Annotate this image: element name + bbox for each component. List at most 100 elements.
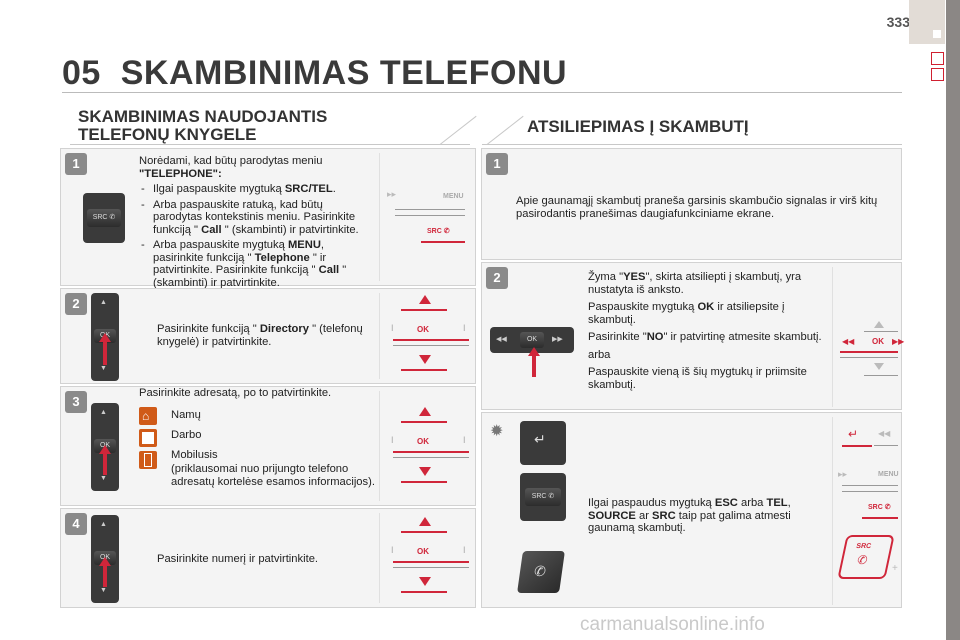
corner-tab <box>909 0 945 44</box>
right-sidebar <box>946 0 960 640</box>
ok-red-label: OK <box>417 325 429 334</box>
arrows-icon: ▸▸ <box>838 469 848 479</box>
steering-src-control: SRC ✆ <box>520 473 566 521</box>
highlight-line <box>401 531 447 533</box>
right-step2-p4: arba <box>588 348 611 361</box>
left-step2-panel: 2 ▲ OK ▼ Pasirinkite funkciją " Director… <box>60 288 476 384</box>
right-step2-p2: Paspauskite mygtuką OK ir atsiliepsite į… <box>588 301 785 326</box>
nav-square-2 <box>931 68 944 81</box>
wheel-left-mark: I <box>391 323 394 333</box>
left-step1-intro-bold: "TELEPHONE": <box>139 167 222 180</box>
illustration-divider <box>832 417 833 605</box>
highlight-line <box>393 561 469 563</box>
steering-src-control: SRC ✆ <box>83 193 125 243</box>
option-mobile: Mobilusis <box>171 449 218 461</box>
highlight-line <box>401 309 447 311</box>
option-work: Darbo <box>171 429 202 441</box>
src-red-label: SRC ✆ <box>427 228 450 235</box>
press-pointer <box>103 565 107 587</box>
dash-line-2 <box>395 215 465 216</box>
up-icon: ▲ <box>100 521 107 528</box>
down-arrow-icon <box>874 363 884 370</box>
highlight-line <box>393 451 469 453</box>
down-icon: ▼ <box>100 365 107 372</box>
left-step4-panel: 4 ▲ OK ▼ Pasirinkite numerį ir patvirtin… <box>60 508 476 608</box>
down-icon: ▼ <box>100 587 107 594</box>
down-icon: ▼ <box>100 475 107 482</box>
right-title-slant <box>486 115 524 145</box>
left-step2-text: Pasirinkite funkciją " Directory " (tele… <box>157 323 363 348</box>
step-number-badge: 2 <box>65 293 87 315</box>
press-pointer <box>532 355 536 377</box>
left-section-title: SKAMBINIMAS NAUDOJANTIS TELEFONŲ KNYGELE <box>78 108 327 144</box>
step-number-badge: 3 <box>65 391 87 413</box>
left-title-line2: TELEFONŲ KNYGELE <box>78 125 257 144</box>
dash-line <box>874 445 898 446</box>
ok-red-label: OK <box>872 337 884 346</box>
chapter-number: 05 <box>62 54 101 92</box>
highlight-line <box>393 339 469 341</box>
dash-line-1 <box>395 209 465 210</box>
left-step4-text: Pasirinkite numerį ir patvirtinkite. <box>157 553 319 565</box>
left-step3-options: Namų Darbo Mobilusis (priklausomai nuo p… <box>171 409 381 488</box>
right-step3-panel: ✹ ↵ SRC ✆ ✆ Ilgai paspaudus mygtuką ESC … <box>481 412 902 608</box>
esc-control: ↵ <box>520 421 566 465</box>
press-pointer <box>103 453 107 475</box>
chapter-rule <box>62 92 902 93</box>
right-step2-panel: 2 ◀◀ OK ▶▶ Žyma "YES", skirta atsiliepti… <box>481 262 905 410</box>
src-red-label: SRC ✆ <box>868 504 891 511</box>
up-arrow-icon <box>874 321 884 328</box>
return-red-icon: ↵ <box>848 427 859 441</box>
illustration-divider <box>832 267 833 407</box>
next-icon: ▶▶ <box>552 336 563 343</box>
left-step3-text: Pasirinkite adresatą, po to patvirtinkit… <box>139 387 332 399</box>
dash-line <box>842 491 898 492</box>
dash-line <box>864 331 898 332</box>
right-step1-text: Apie gaunamąjį skambutį praneša garsinis… <box>516 195 878 220</box>
nav-square-1 <box>931 52 944 65</box>
press-pointer <box>103 341 107 365</box>
highlight-line <box>862 517 898 519</box>
up-arrow-icon <box>419 517 431 526</box>
prev-red-icon: ◀◀ <box>842 337 855 346</box>
wheel-left-mark: I <box>391 545 394 555</box>
left-title-slant <box>439 115 477 145</box>
dash-line <box>393 567 469 568</box>
wheel-left-mark: I <box>391 435 394 445</box>
next-red-icon: ▶▶ <box>892 337 905 346</box>
dash-line <box>393 345 469 346</box>
right-step3-text: Ilgai paspaudus mygtuką ESC arba TEL, SO… <box>588 497 791 534</box>
illustration-divider <box>379 391 380 501</box>
left-step3-panel: 3 ▲ OK ▼ Pasirinkite adresatą, po to pat… <box>60 386 476 506</box>
right-step1-panel: 1 Apie gaunamąjį skambutį praneša garsin… <box>481 148 902 260</box>
dash-line <box>393 457 469 458</box>
up-icon: ▲ <box>100 299 107 306</box>
left-step1-panel: 1 SRC ✆ Norėdami, kad būtų parodytas men… <box>60 148 476 289</box>
phone-red-icon: ✆ <box>855 553 869 567</box>
left-title-line1: SKAMBINIMAS NAUDOJANTIS <box>78 107 328 126</box>
right-section-title: ATSILIEPIMAS Į SKAMBUTĮ <box>527 117 749 136</box>
illustration-divider <box>379 513 380 603</box>
prev-icon: ◀◀ <box>496 336 507 343</box>
highlight-line <box>401 591 447 593</box>
left-step1-illustration: ▸▸ MENU SRC ✆ <box>385 159 473 269</box>
press-pointer-tip <box>528 347 540 356</box>
left-title-rule <box>70 144 470 145</box>
highlight-line <box>401 481 447 483</box>
home-icon: ⌂ <box>139 407 157 425</box>
highlight-line <box>401 421 447 423</box>
wheel-right-mark: I <box>463 545 466 555</box>
src-button: SRC ✆ <box>525 488 561 506</box>
plus-icon: + <box>892 563 898 574</box>
option-home: Namų <box>171 409 201 421</box>
ok-red-label: OK <box>417 437 429 446</box>
mobile-icon <box>139 451 157 469</box>
down-arrow-icon <box>419 577 431 586</box>
settings-icon: ✹ <box>490 423 504 440</box>
left-step1-bullet3: Arba paspauskite mygtuką MENU, pasirinki… <box>139 239 361 289</box>
src-highlight-line <box>421 241 465 243</box>
menu-label: MENU <box>878 471 899 478</box>
right-step2-p3: Pasirinkite "NO" ir patvirtinę atmesite … <box>588 331 822 343</box>
watermark: carmanualsonline.info <box>580 614 765 635</box>
highlight-line <box>842 445 872 447</box>
